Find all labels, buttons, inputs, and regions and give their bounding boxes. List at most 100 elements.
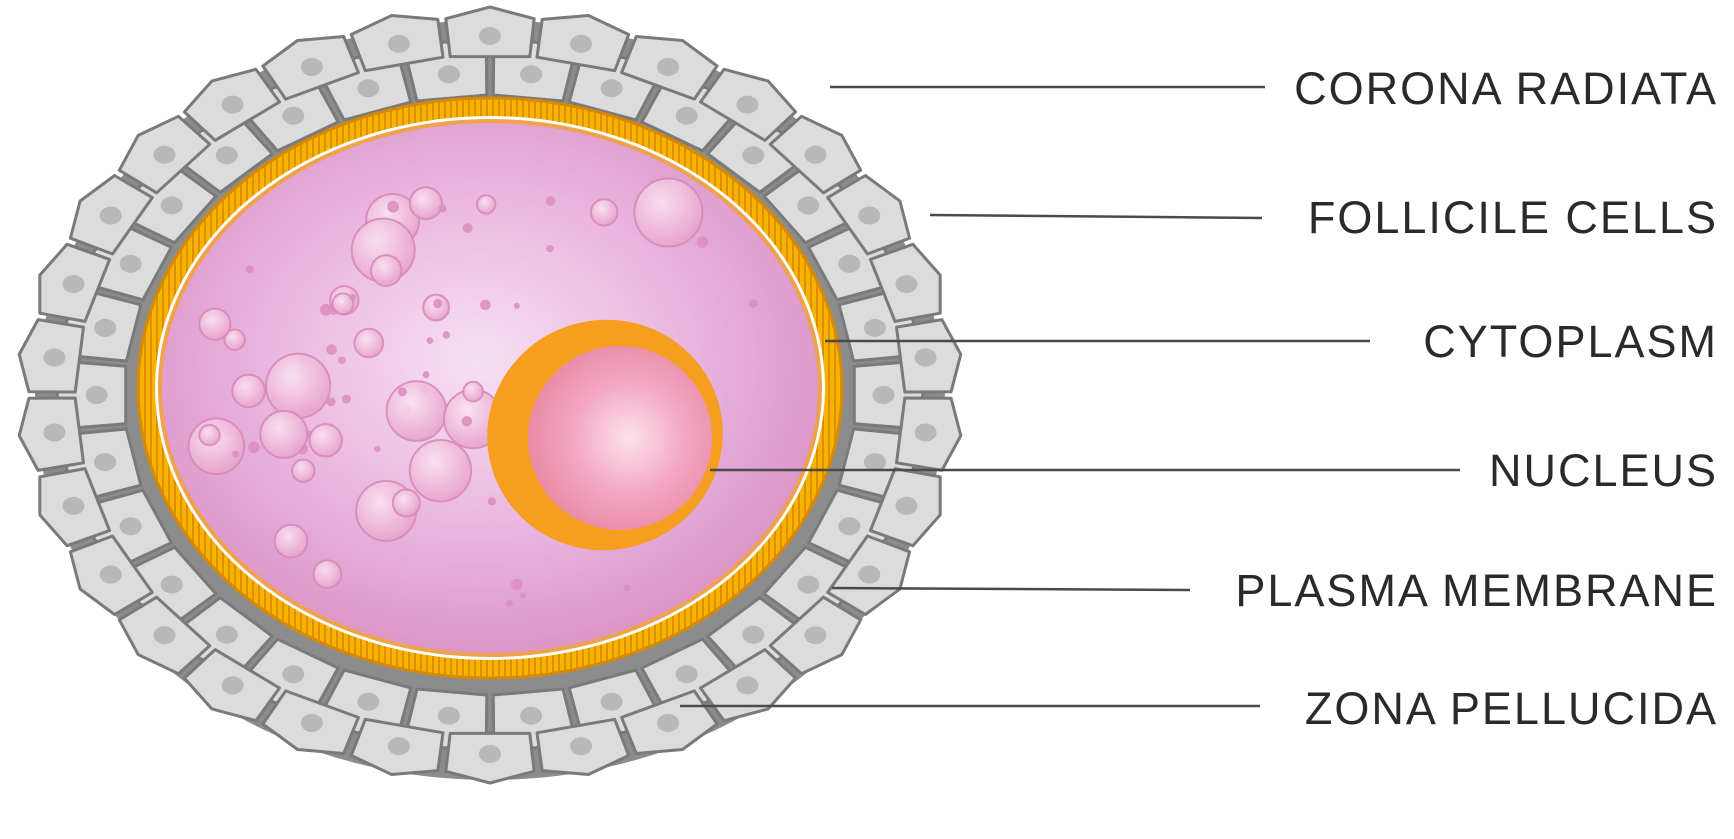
follicle-cell-nucleus [222,676,244,694]
cytoplasm-vesicle [338,357,345,364]
cytoplasm-vesicle [371,255,402,286]
follicle-cell-nucleus [63,497,85,515]
follicle-cell-nucleus [742,626,764,644]
cytoplasm-vesicle [463,382,483,402]
follicle-cell-nucleus [154,626,176,644]
cytoplasm-vesicle [697,236,709,248]
cytoplasm-vesicle [349,294,356,301]
follicle-cell-nucleus [864,453,886,471]
follicle-cell-nucleus [479,745,501,763]
cytoplasm-vesicle [634,179,702,247]
follicle-cell-nucleus [896,497,918,515]
follicle-cell-nucleus [154,146,176,164]
follicle-cell-nucleus [161,576,183,594]
follicle-cell-nucleus [94,453,116,471]
follicle-cell-nucleus [100,566,122,584]
leader-follicle-cells [930,215,1262,218]
cytoplasm-vesicle [511,579,522,590]
follicle-cell-nucleus [838,255,860,273]
follicle-cell-nucleus [438,707,460,725]
cytoplasm-vesicle [260,411,307,458]
follicle-cell-nucleus [520,707,542,725]
follicle-cell-nucleus [388,35,410,53]
follicle-cell-nucleus [736,96,758,114]
follicle-cell-nucleus [657,58,679,76]
cytoplasm-vesicle [520,592,526,598]
cytoplasm-vesicle [246,265,254,273]
follicle-cell-nucleus [805,626,827,644]
follicle-cell-nucleus [570,35,592,53]
cytoplasm-vesicle [320,304,332,316]
label-nucleus: NUCLEUS [1489,445,1718,496]
follicle-cell-nucleus [797,576,819,594]
cytoplasm-vesicle [387,201,399,213]
follicle-cell-nucleus [657,714,679,732]
cytoplasm-vesicle [623,584,630,591]
cytoplasm-vesicle [398,387,407,396]
cytoplasm-vesicle [477,195,495,213]
cytoplasm-vesicle [393,490,420,517]
cytoplasm-vesicle [546,196,556,206]
follicle-cell-nucleus [805,146,827,164]
cytoplasm-vesicle [433,299,442,308]
follicle-cell-nucleus [676,107,698,125]
labels: CORONA RADIATA FOLLICILE CELLS CYTOPLASM… [1235,63,1718,734]
follicle-cell-nucleus [742,146,764,164]
cytoplasm-vesicle [266,354,330,418]
follicle-cell-nucleus [864,319,886,337]
label-zona-pellucida: ZONA PELLUCIDA [1305,683,1718,734]
follicle-cell-nucleus [161,196,183,214]
follicle-cell-nucleus [438,65,460,83]
follicle-cell-nucleus [479,27,501,45]
follicle-cell-nucleus [94,319,116,337]
cytoplasm-vesicle [463,223,473,233]
cytoplasm-vesicle [374,446,380,452]
follicle-cell-nucleus [915,349,937,367]
nucleus-inner [528,346,712,530]
follicle-cell-nucleus [570,737,592,755]
cytoplasm-vesicle [410,440,471,501]
follicle-cell-nucleus [216,146,238,164]
cytoplasm-vesicle [423,371,430,378]
cytoplasm-vesicle [410,187,442,219]
cytoplasm-vesicle [292,460,314,482]
cytoplasm-vesicle [355,329,384,358]
cytoplasm-vesicle [591,199,617,225]
cytoplasm-vesicle [480,300,491,311]
cytoplasm-vesicle [438,204,446,212]
cytoplasm-vesicle [313,560,341,588]
cytoplasm-vesicle [232,375,265,408]
follicle-cell-nucleus [858,566,880,584]
follicle-cell-nucleus [601,693,623,711]
cytoplasm-vesicle [275,525,308,558]
follicle-cell-nucleus [120,517,142,535]
follicle-cell-nucleus [222,96,244,114]
follicle-cell-nucleus [301,58,323,76]
cytoplasm-vesicle [427,337,434,344]
cytoplasm-vesicle [342,395,351,404]
cytoplasm-vesicle [443,331,450,338]
follicle-cell-nucleus [357,693,379,711]
follicle-cell-nucleus [120,255,142,273]
cytoplasm-vesicle [546,245,553,252]
label-corona-radiata: CORONA RADIATA [1294,63,1718,114]
follicle-cell-nucleus [216,626,238,644]
follicle-cell-nucleus [63,275,85,293]
follicle-cell-nucleus [282,665,304,683]
label-plasma-membrane: PLASMA MEMBRANE [1235,565,1718,616]
follicle-cell-nucleus [873,386,895,404]
follicle-cell-nucleus [43,349,65,367]
label-cytoplasm: CYTOPLASM [1423,316,1718,367]
follicle-cell-nucleus [282,107,304,125]
label-follicle-cells: FOLLICILE CELLS [1308,192,1718,243]
follicle-cell-nucleus [43,424,65,442]
cytoplasm-vesicle [462,416,472,426]
follicle-cell-nucleus [86,386,108,404]
cytoplasm-vesicle [232,451,239,458]
follicle-cell-nucleus [736,676,758,694]
follicle-cell-nucleus [100,207,122,225]
cytoplasm-vesicle [488,497,496,505]
cytoplasm-vesicle [326,397,335,406]
cytoplasm-vesicle [749,299,758,308]
